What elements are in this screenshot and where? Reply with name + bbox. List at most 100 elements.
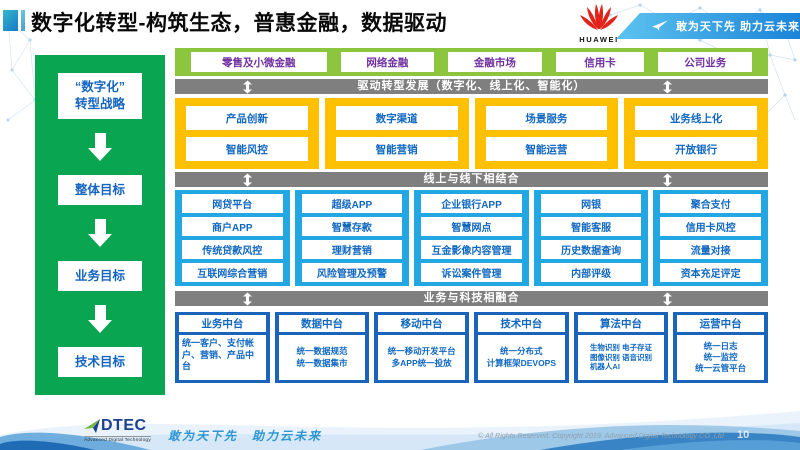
platform-title: 业务中台 [179,315,266,332]
business-line-box: 公司业务 [658,52,752,72]
system-box: 理财营销 [301,240,403,259]
capability-box: 开放银行 [635,137,757,161]
updown-arrow-icon [663,292,672,305]
banner-online-offline: 线上与线下相结合 [175,172,768,187]
banner-label: 线上与线下相结合 [423,173,520,185]
updown-arrow-icon [243,173,252,186]
platform-detail: 统一日志 统一监控 统一云管平台 [677,335,764,380]
platforms-band: 业务中台 统一客户、支付帐户、营销、产品中台 数据中台 统一数据规范 统一数据集… [175,312,768,383]
huawei-flower-icon [580,4,618,30]
platform-detail: 统一移动开发平台 多APP统一投放 [378,335,465,380]
capability-column: 数字渠道 智能营销 [324,98,469,169]
title-accent-bar [21,10,25,31]
strategy-step: 整体目标 [58,175,142,205]
banner-label: 驱动转型发展（数字化、线上化、智能化） [357,80,586,92]
system-box: 互联网综合营销 [182,263,283,282]
platform-column: 业务中台 统一客户、支付帐户、营销、产品中台 [175,312,270,383]
system-box: 智慧存款 [301,217,403,236]
business-lines-band: 零售及小微金融 网络金融 金融市场 信用卡 公司业务 [175,48,768,76]
updown-arrow-icon [243,80,252,93]
title-accent-bar [3,10,18,31]
banner-drive-transform: 驱动转型发展（数字化、线上化、智能化） [175,79,768,94]
capability-column: 产品创新 智能风控 [175,98,319,169]
platform-detail: 统一客户、支付帐户、营销、产品中台 [179,335,266,380]
platform-column: 移动中台 统一移动开发平台 多APP统一投放 [374,312,469,383]
system-box: 企业银行APP [421,194,522,213]
capability-column: 场景服务 智能运营 [474,98,619,169]
capability-box: 数字渠道 [335,106,458,130]
strategy-panel: “数字化” 转型战略 整体目标 业务目标 技术目标 [35,55,165,395]
system-box: 内部评级 [540,263,642,282]
banner-label: 业务与科技相融合 [423,292,520,304]
copyright-text: © All Rights Reserved. Copyright 2019. A… [478,431,724,440]
system-column: 聚合支付 信用卡风控 流量对接 资本充足评定 [653,190,768,286]
capability-box: 智能运营 [485,137,608,161]
updown-arrow-icon [663,80,672,93]
platform-column: 技术中台 统一分布式 计算框架DEVOPS [473,312,569,383]
system-box: 网贷平台 [182,194,283,213]
adtec-logo-subtext: Advanced Digital Technology [84,436,151,443]
down-arrow-icon [88,305,112,333]
down-arrow-icon [88,219,112,247]
system-box: 智慧网点 [421,217,522,236]
capability-box: 智能营销 [335,137,458,161]
system-box: 流量对接 [660,240,761,259]
platform-title: 算法中台 [577,315,665,332]
system-box: 智能客服 [540,217,642,236]
banner-slogan: 敢为天下先 助力云未来 [675,21,800,33]
platform-title: 技术中台 [477,315,565,332]
capability-box: 业务线上化 [635,106,757,130]
updown-arrow-icon [663,173,672,186]
platform-title: 移动中台 [378,315,465,332]
system-box: 历史数据查询 [540,240,642,259]
adtec-logo-text: DTEC [101,417,147,434]
system-column: 网贷平台 商户APP 传统贷款风控 互联网综合营销 [175,190,290,286]
strategy-step: 技术目标 [58,347,142,377]
system-box: 信用卡风控 [660,217,761,236]
capability-box: 智能风控 [186,137,308,161]
business-line-box: 零售及小微金融 [191,52,327,72]
platform-column: 数据中台 统一数据规范 统一数据集市 [274,312,370,383]
capabilities-band: 产品创新 智能风控 数字渠道 智能营销 场景服务 智能运营 业务线上化 开放银行 [175,98,768,169]
adtec-logo: DTEC Advanced Digital Technology [84,418,151,443]
adtec-arrow-icon [84,419,100,433]
slide-title: 数字化转型-构筑生态，普惠金融，数据驱动 [31,12,447,35]
business-line-box: 信用卡 [555,52,645,72]
system-box: 互金影像内容管理 [421,240,522,259]
huawei-label: HUAWEI [579,35,619,44]
down-arrow-icon [88,133,112,161]
header-banner: 敢为天下先 助力云未来 [616,13,800,39]
platform-detail: 统一数据规范 统一数据集市 [278,335,366,380]
strategy-step: 业务目标 [58,261,142,291]
capability-box: 场景服务 [485,106,608,130]
paper-plane-icon [652,20,668,31]
huawei-logo: HUAWEI [573,3,625,44]
business-line-box: 金融市场 [448,52,542,72]
system-box: 聚合支付 [660,194,761,213]
system-box: 资本充足评定 [660,263,761,282]
strategy-step: “数字化” 转型战略 [58,73,142,119]
system-column: 网银 智能客服 历史数据查询 内部评级 [533,190,649,286]
footer-slogan: 敢为天下先 助力云未来 [168,429,323,443]
capability-column: 业务线上化 开放银行 [624,98,768,169]
page-number: 10 [737,429,750,441]
platform-detail: 统一分布式 计算框架DEVOPS [477,335,565,380]
system-box: 超级APP [301,194,403,213]
capability-box: 产品创新 [186,106,308,130]
platform-title: 数据中台 [278,315,366,332]
architecture-diagram: 零售及小微金融 网络金融 金融市场 信用卡 公司业务 驱动转型发展（数字化、线上… [175,48,768,383]
banner-biz-tech-fusion: 业务与科技相融合 [175,291,768,306]
system-box: 商户APP [182,217,283,236]
business-line-box: 网络金融 [340,52,435,72]
system-box: 风险管理及预警 [301,263,403,282]
platform-column: 算法中台 生物识别 电子存证 图像识别 语音识别 机器人AI [573,312,669,383]
systems-band: 网贷平台 商户APP 传统贷款风控 互联网综合营销 超级APP 智慧存款 理财营… [175,190,768,286]
platform-title: 运营中台 [677,315,764,332]
system-column: 超级APP 智慧存款 理财营销 风险管理及预警 [294,190,410,286]
system-column: 企业银行APP 智慧网点 互金影像内容管理 诉讼案件管理 [414,190,529,286]
system-box: 网银 [540,194,642,213]
platform-column: 运营中台 统一日志 统一监控 统一云管平台 [673,312,768,383]
system-box: 传统贷款风控 [182,240,283,259]
system-box: 诉讼案件管理 [421,263,522,282]
